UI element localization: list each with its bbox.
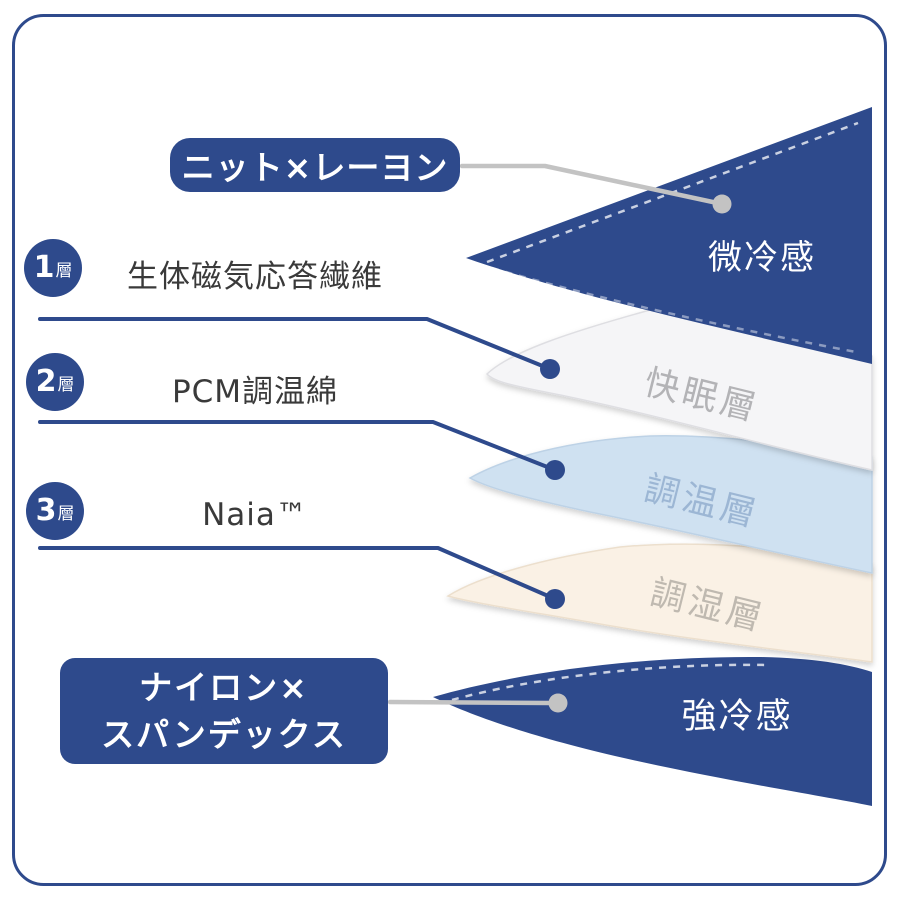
layer2-badge-number: 2 <box>35 364 57 399</box>
leader-dot-knit-rayon <box>712 194 732 214</box>
nylon-spandex-line2: スパンデックス <box>101 715 347 754</box>
leader-line-layer1 <box>38 317 552 371</box>
layer1-material-name: 生体磁気応答繊維 <box>127 259 383 295</box>
tag-slight-cooling: 微冷感 <box>708 238 816 278</box>
nylon-spandex-line1: ナイロン× <box>139 668 309 707</box>
leader-dot-layer1 <box>540 359 560 379</box>
knit-rayon-label: ニット×レーヨン <box>170 138 460 192</box>
leader-line-nylon-spandex <box>387 699 552 706</box>
stitch-line-bottom-layer <box>451 663 769 702</box>
layer1-badge-number: 1 <box>33 250 55 285</box>
layer3-badge-number: 3 <box>35 493 57 528</box>
leader-dot-layer3 <box>545 589 565 609</box>
layer1-badge-suffix: 層 <box>55 260 73 281</box>
leader-dot-nylon-spandex <box>548 693 568 713</box>
layer-blue <box>468 435 873 574</box>
nylon-spandex-label: ナイロン× スパンデックス <box>60 658 388 764</box>
leader-line-layer2 <box>38 420 557 472</box>
layer3-material-name: Naia™ <box>202 497 308 533</box>
tag-strong-cooling: 強冷感 <box>681 697 793 737</box>
layer3-badge-suffix: 層 <box>57 503 75 524</box>
layer2-badge-suffix: 層 <box>57 374 75 395</box>
layer-bottom-navy <box>433 656 872 806</box>
layer2-material-name: PCM調温綿 <box>171 374 339 410</box>
layer-cream <box>446 543 873 663</box>
leader-line-layer3 <box>38 546 557 601</box>
leader-line-knit-rayon <box>459 163 725 207</box>
leader-dot-layer2 <box>545 460 565 480</box>
layer-top-navy <box>466 107 872 364</box>
stitch-line-top-layer-lower <box>491 266 857 354</box>
knit-rayon-label-text: ニット×レーヨン <box>181 148 449 187</box>
